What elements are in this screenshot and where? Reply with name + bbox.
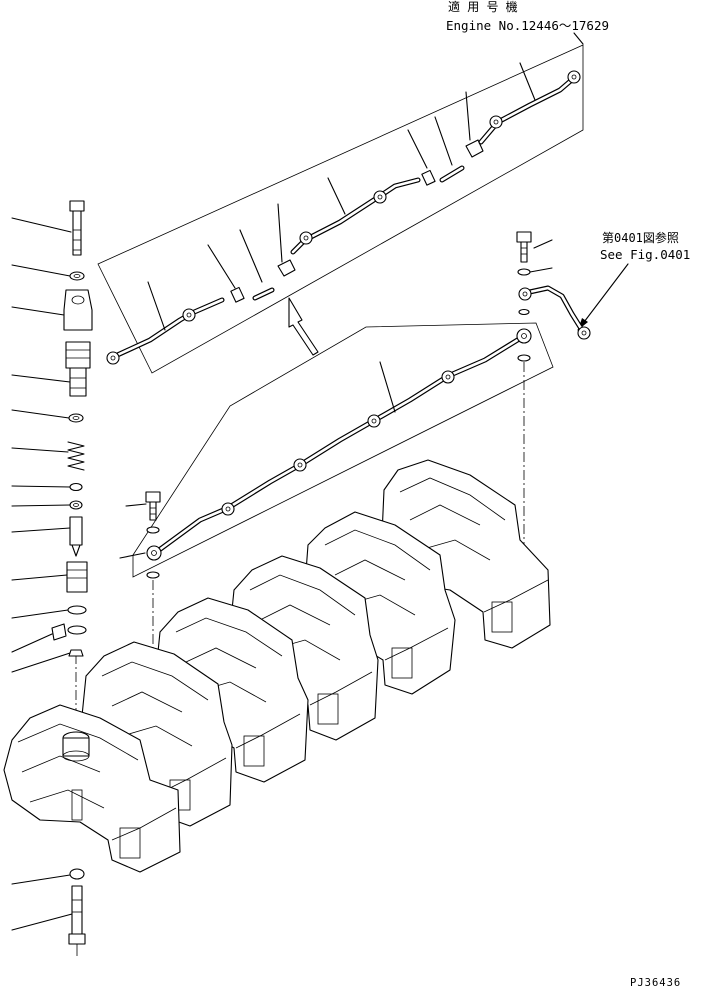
- main-pipe-left-leader: [119, 552, 146, 559]
- right-lower-washer: [518, 308, 530, 316]
- right-bolt-leader: [533, 239, 553, 249]
- inset-clamp-1: [230, 286, 245, 303]
- engine-range-leader: [573, 32, 584, 45]
- inset-fuel-pipe-3: [478, 70, 581, 145]
- applicable-machines-label: 適 用 号 機: [448, 0, 518, 14]
- reference-jp: 第0401図参照: [602, 230, 679, 245]
- inset-fitting-1: [277, 259, 296, 277]
- inset-fuel-pipe-1: [106, 297, 225, 365]
- injector-exploded-column: [51, 200, 93, 956]
- inset-pointer-arrow: [288, 297, 319, 356]
- right-washer-leader: [529, 267, 553, 273]
- cylinder-head-1: [3, 704, 181, 873]
- inset-fitting-2: [465, 139, 484, 158]
- main-pipe-leader: [379, 361, 396, 413]
- inset-frame: [97, 44, 584, 374]
- right-bolt: [516, 231, 532, 263]
- injector-bolt-head: [69, 200, 85, 212]
- engine-number-range: Engine No.12446～17629: [446, 18, 609, 33]
- inset-fuel-pipe-2: [290, 177, 421, 255]
- inset-hose-2: [439, 165, 465, 183]
- right-washer: [517, 268, 531, 276]
- inset-hose-1: [252, 287, 275, 301]
- inset-leaders: [147, 62, 536, 331]
- cylinder-head-4: [229, 555, 379, 741]
- reference-en: See Fig.0401: [600, 247, 690, 262]
- main-pipe-assembly: [119, 322, 554, 578]
- return-pipe: [518, 285, 591, 340]
- inset-clamp-2: [421, 169, 436, 186]
- pipe-mount-bolt: [125, 491, 161, 579]
- alternate-pipe-inset: [97, 44, 584, 374]
- left-leader-lines: [11, 217, 73, 931]
- reference-leader: [577, 263, 629, 331]
- drawing-number: PJ36436: [630, 977, 681, 989]
- injector-bolt-shank: [72, 210, 82, 256]
